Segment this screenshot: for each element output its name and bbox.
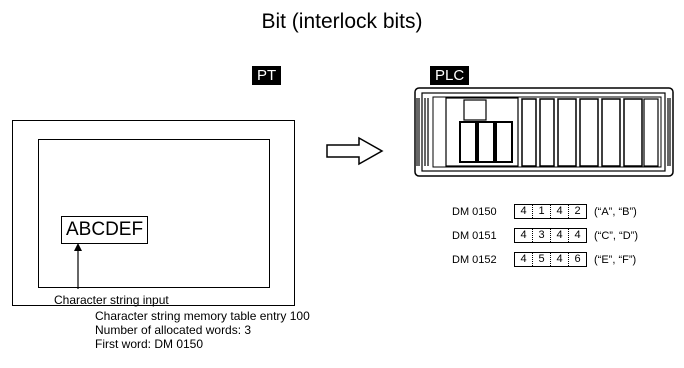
dm-digit: 5 [533,253,551,266]
input-notes: Character string memory table entry 100 … [95,309,310,351]
input-pointer-arrow [74,243,82,289]
dm-digit: 4 [515,229,533,242]
dm-digit: 4 [574,229,581,241]
dm-row: DM 0151 4 3 4 4 (“C”, “D”) [452,228,638,243]
dm-word-value: 4 3 4 4 [514,228,587,243]
dm-word-value: 4 1 4 2 [514,204,587,219]
dm-row: DM 0152 4 5 4 6 (“E”, “F”) [452,252,638,267]
dm-digit: 2 [574,205,581,217]
pt-label: PT [252,66,282,85]
pt-frame [12,120,295,306]
dm-digit: 4 [515,253,533,266]
pt-screen [38,139,270,288]
dm-address: DM 0151 [452,229,497,242]
note-line: First word: DM 0150 [95,337,204,351]
dm-digit: 1 [533,205,551,218]
dm-characters: (“C”, “D”) [594,229,638,242]
note-line: Character string memory table entry 100 [95,309,310,323]
dm-characters: (“E”, “F”) [594,253,637,266]
dm-digit: 6 [574,253,581,265]
dm-address: DM 0152 [452,253,497,266]
dm-digit: 3 [533,229,551,242]
note-line: Number of allocated words: 3 [95,323,252,337]
dm-characters: (“A”, “B”) [594,205,637,218]
dm-digit: 4 [551,229,569,242]
dm-table: DM 0150 4 1 4 2 (“A”, “B”) DM 0151 4 3 4… [452,204,638,267]
dm-digit: 4 [515,205,533,218]
dm-word-value: 4 5 4 6 [514,252,587,267]
input-caption: Character string input [54,293,169,307]
plc-label: PLC [430,66,470,85]
character-string-input-field: ABCDEF [61,216,149,244]
transfer-arrow-icon [326,136,384,166]
plc-rack-illustration [414,87,674,177]
dm-row: DM 0150 4 1 4 2 (“A”, “B”) [452,204,638,219]
dm-address: DM 0150 [452,205,497,218]
dm-digit: 4 [551,205,569,218]
diagram-title: Bit (interlock bits) [261,10,423,33]
dm-digit: 4 [551,253,569,266]
